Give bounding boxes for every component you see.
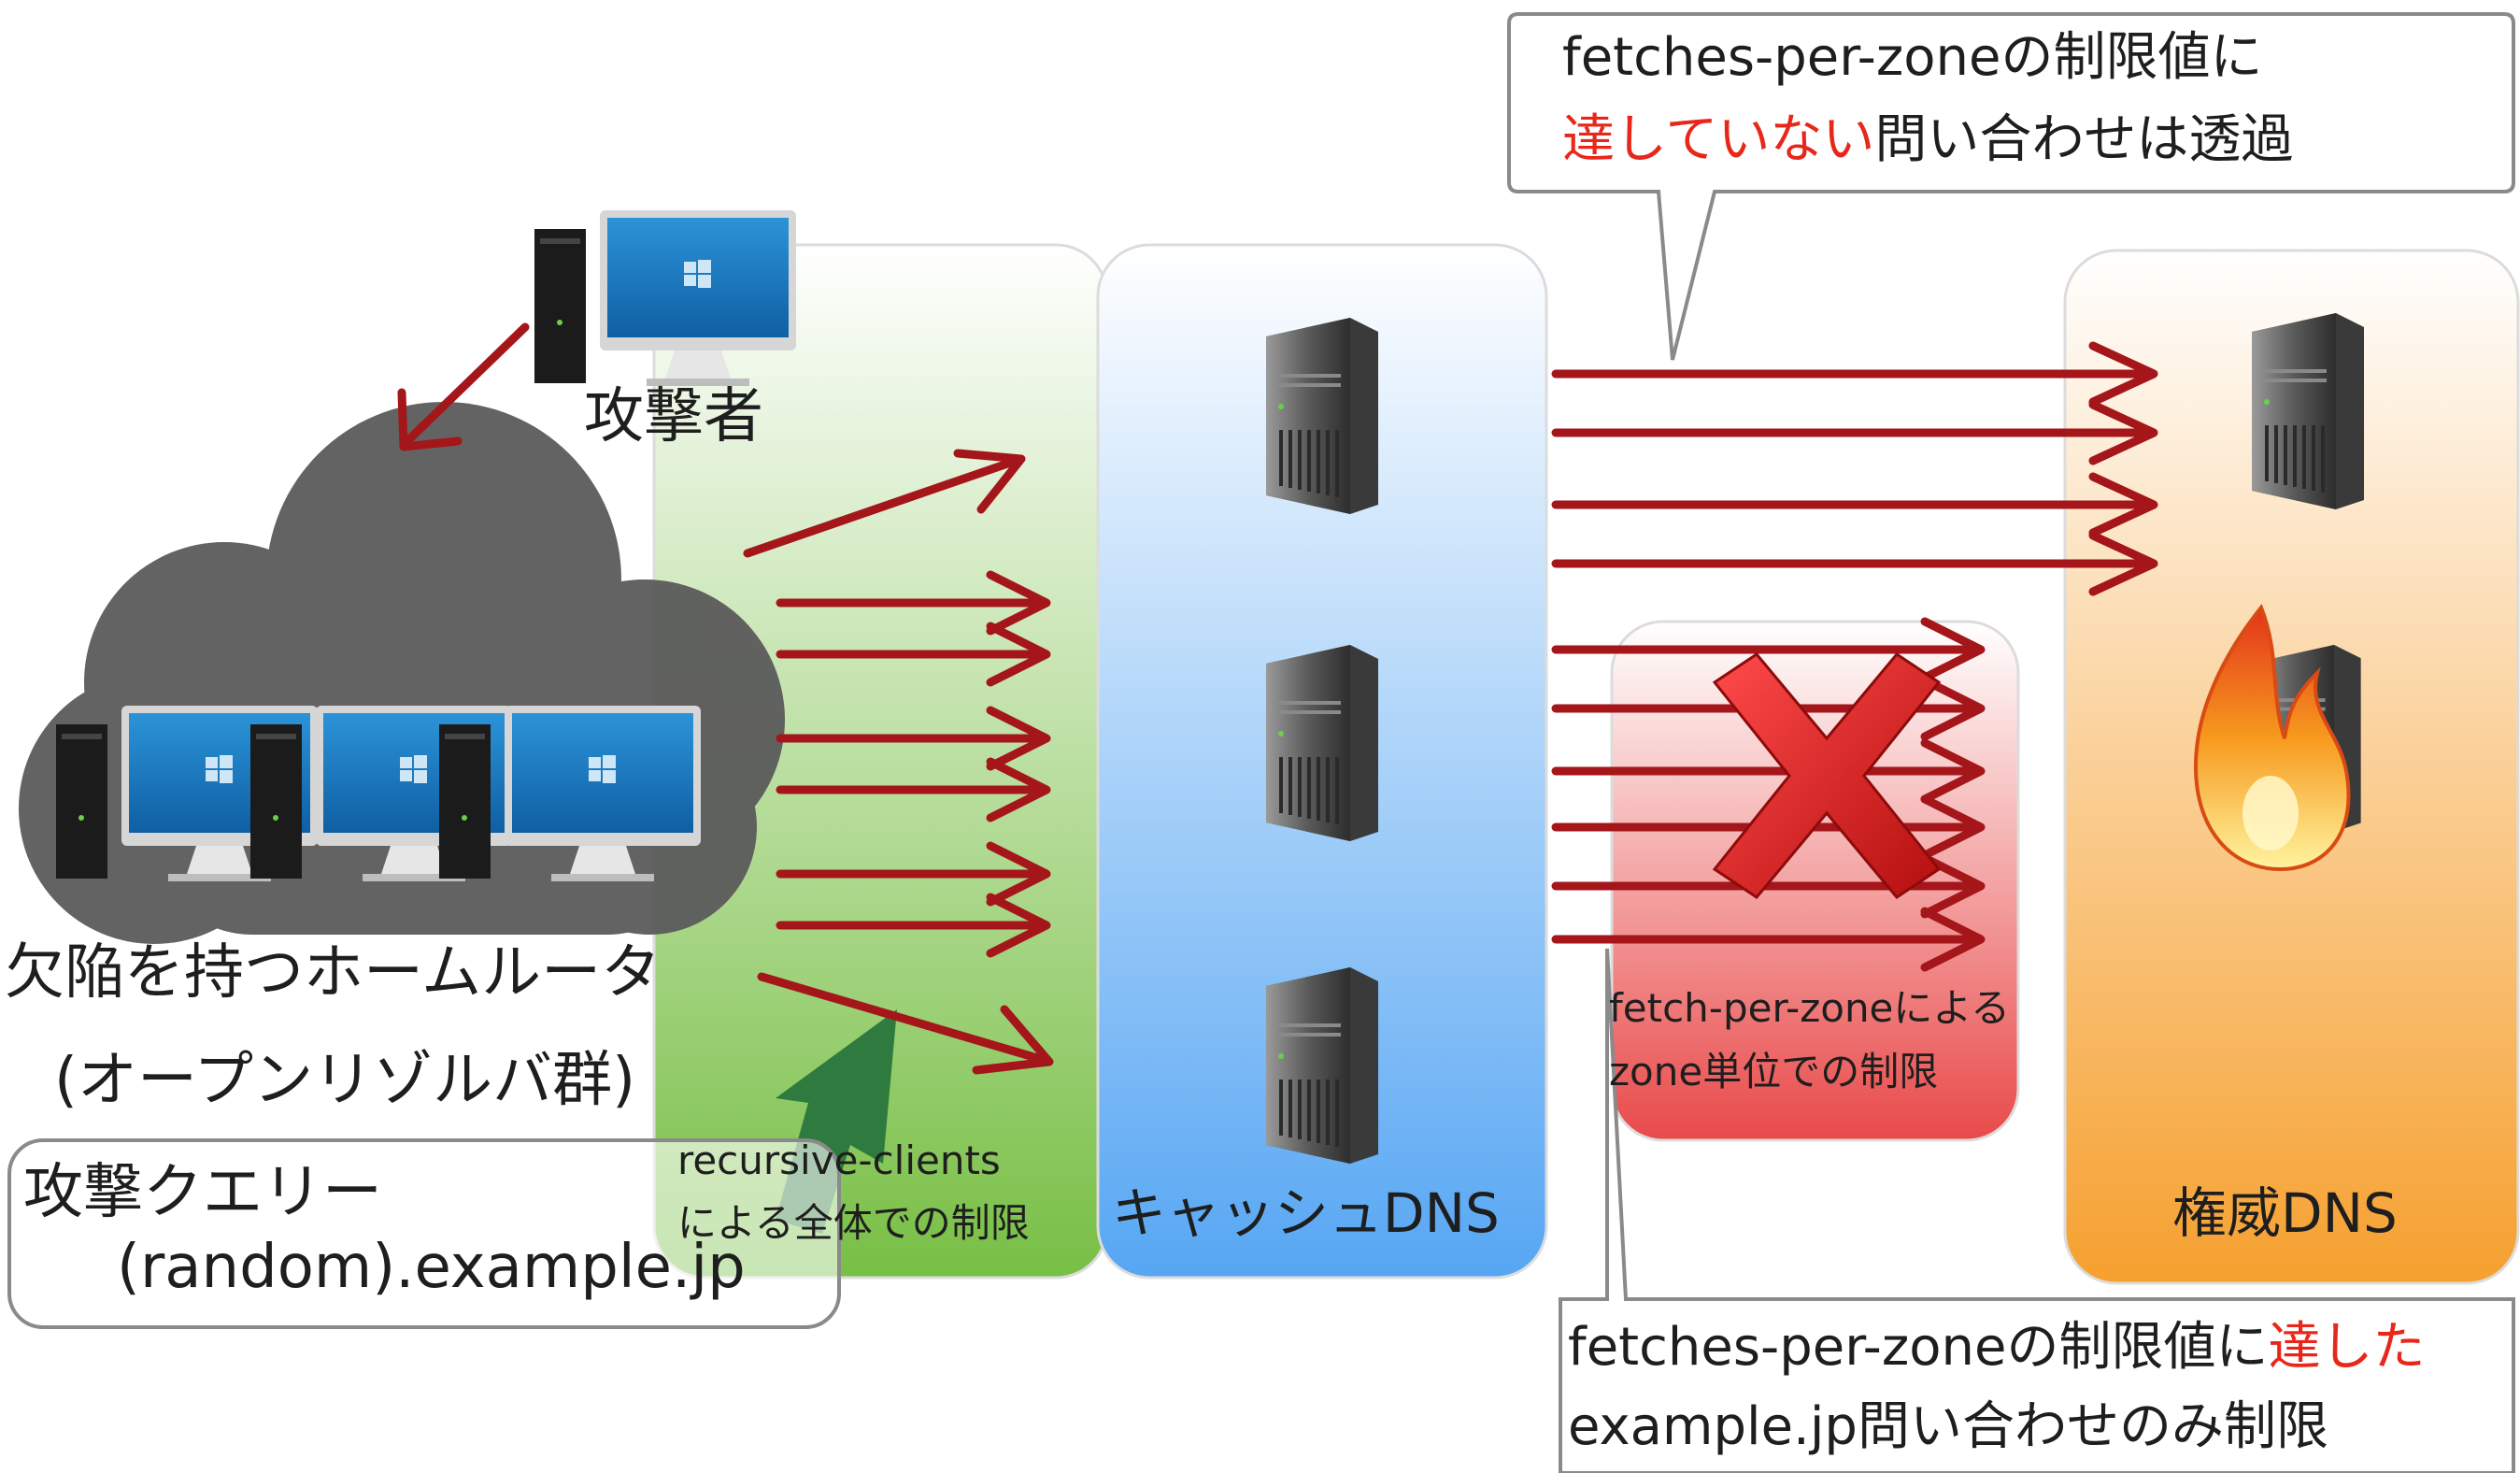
server-icon xyxy=(1266,967,1378,1164)
cache-dns-label: キャッシュDNS xyxy=(1112,1181,1500,1245)
recursive-clients-label: recursive-clients xyxy=(677,1137,1001,1183)
open-resolver-label: (オープンリゾルバ群) xyxy=(54,1046,636,1115)
callout-top xyxy=(1507,12,2515,361)
fire-icon xyxy=(2193,604,2351,872)
attack-query-domain: (random).example.jp xyxy=(117,1233,746,1302)
callout-bottom xyxy=(1559,948,2515,1473)
callout-top-line1: fetches-per-zoneの制限値に xyxy=(1562,27,2263,88)
callout-top-rest: 問い合わせは透過 xyxy=(1874,109,2294,170)
callout-bottom-line1: fetches-per-zoneの制限値に達した xyxy=(1568,1317,2426,1378)
callout-top-highlight: 達していない xyxy=(1562,109,1875,170)
callout-bottom-highlight: 達した xyxy=(2268,1317,2426,1378)
attack-query-label: 攻撃クエリー xyxy=(23,1158,382,1227)
cross-icon xyxy=(1712,652,1942,899)
fetch-per-zone-label: fetch-per-zoneによる xyxy=(1609,985,2011,1031)
server-icon xyxy=(1266,645,1378,841)
arrows xyxy=(397,322,2158,1075)
callout-bottom-line2: example.jp問い合わせのみ制限 xyxy=(1568,1396,2328,1457)
auth-dns-label: 権威DNS xyxy=(2172,1181,2398,1245)
server-icon xyxy=(2252,313,2364,509)
home-router-label: 欠陥を持つホームルータ xyxy=(5,938,662,1008)
fetch-per-zone-panel xyxy=(1610,620,2020,1142)
fetch-per-zone-desc: zone単位での制限 xyxy=(1609,1049,1939,1094)
attacker-label: 攻撃者 xyxy=(584,382,763,451)
recursive-clients-desc: による全体での制限 xyxy=(677,1200,1030,1246)
attack-query-box xyxy=(7,1138,841,1329)
callout-bottom-pre: fetches-per-zoneの制限値に xyxy=(1568,1317,2269,1378)
callout-top-line2: 達していない問い合わせは透過 xyxy=(1562,109,2294,170)
server-icon xyxy=(1266,318,1378,514)
